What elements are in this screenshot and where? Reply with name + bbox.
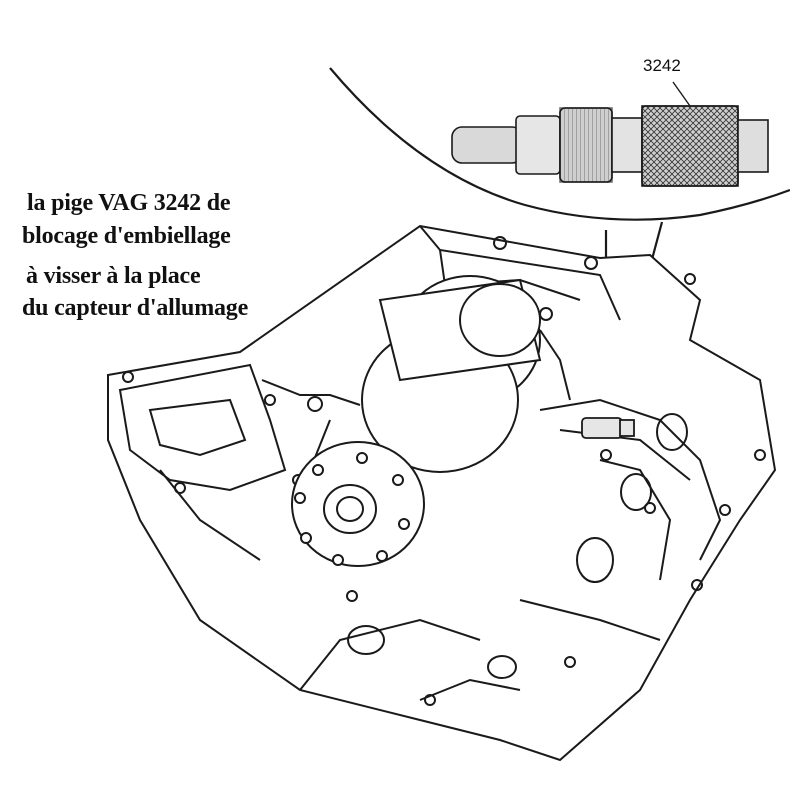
locking-pin-tool-icon <box>451 81 769 187</box>
caption-line-1: la pige VAG 3242 de <box>27 190 231 216</box>
flywheel-flange-icon <box>291 441 425 567</box>
crankshaft-icon <box>361 275 542 473</box>
caption-line-3: à visser à la place <box>26 263 201 289</box>
caption-line-4: du capteur d'allumage <box>22 295 249 321</box>
caption-line-2: blocage d'embiellage <box>22 223 231 249</box>
installed-pin-icon <box>581 417 635 439</box>
engine-block-icon <box>107 224 777 762</box>
tool-part-number: 3242 <box>643 56 681 75</box>
